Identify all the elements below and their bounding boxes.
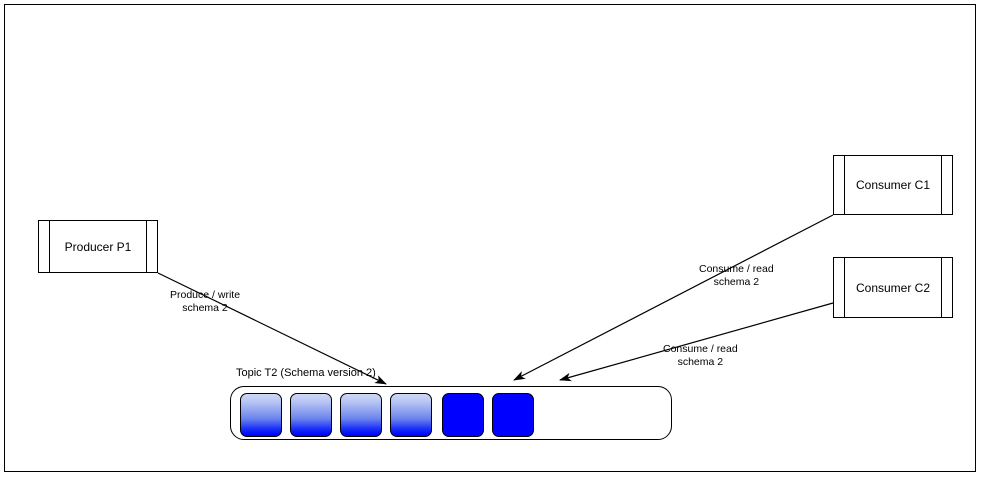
consume-c2-edge-label-line2: schema 2 <box>677 356 724 368</box>
message-block-2[interactable] <box>340 393 382 437</box>
consume-c2-edge-label-line1: Consume / read <box>663 343 738 355</box>
produce-edge-label-line1: Produce / write <box>170 289 241 301</box>
consume-c1-edge-label-line1: Consume / read <box>699 263 774 275</box>
topic-title: Topic T2 (Schema version 2) <box>236 367 376 379</box>
node-consumer-c1[interactable]: Consumer C1 <box>833 155 953 215</box>
node-rail-left-icon <box>49 221 50 272</box>
node-consumer-c2-label: Consumer C2 <box>855 280 931 295</box>
node-rail-left-icon <box>844 156 845 214</box>
node-producer-p1-label: Producer P1 <box>64 239 132 254</box>
page-frame-border <box>4 4 976 472</box>
consume-c1-edge-label-line2: schema 2 <box>713 276 760 288</box>
node-consumer-c1-label: Consumer C1 <box>855 178 931 192</box>
consume-c1-edge-label: Consume / read schema 2 <box>699 263 774 289</box>
consume-c2-edge-label: Consume / read schema 2 <box>663 343 738 369</box>
message-block-0[interactable] <box>240 393 282 437</box>
produce-edge-label-line2: schema 2 <box>182 302 228 314</box>
node-rail-left-icon <box>844 258 845 317</box>
node-consumer-c2[interactable]: Consumer C2 <box>833 257 953 318</box>
produce-edge-label: Produce / write schema 2 <box>170 289 240 315</box>
message-block-3[interactable] <box>390 393 432 437</box>
node-rail-right-icon <box>146 221 147 272</box>
node-rail-right-icon <box>941 156 942 214</box>
message-block-1[interactable] <box>290 393 332 437</box>
topic-partition-container[interactable] <box>230 386 672 440</box>
message-block-5[interactable] <box>492 393 534 437</box>
message-block-4[interactable] <box>442 393 484 437</box>
node-producer-p1[interactable]: Producer P1 <box>38 220 158 273</box>
node-rail-right-icon <box>941 258 942 317</box>
